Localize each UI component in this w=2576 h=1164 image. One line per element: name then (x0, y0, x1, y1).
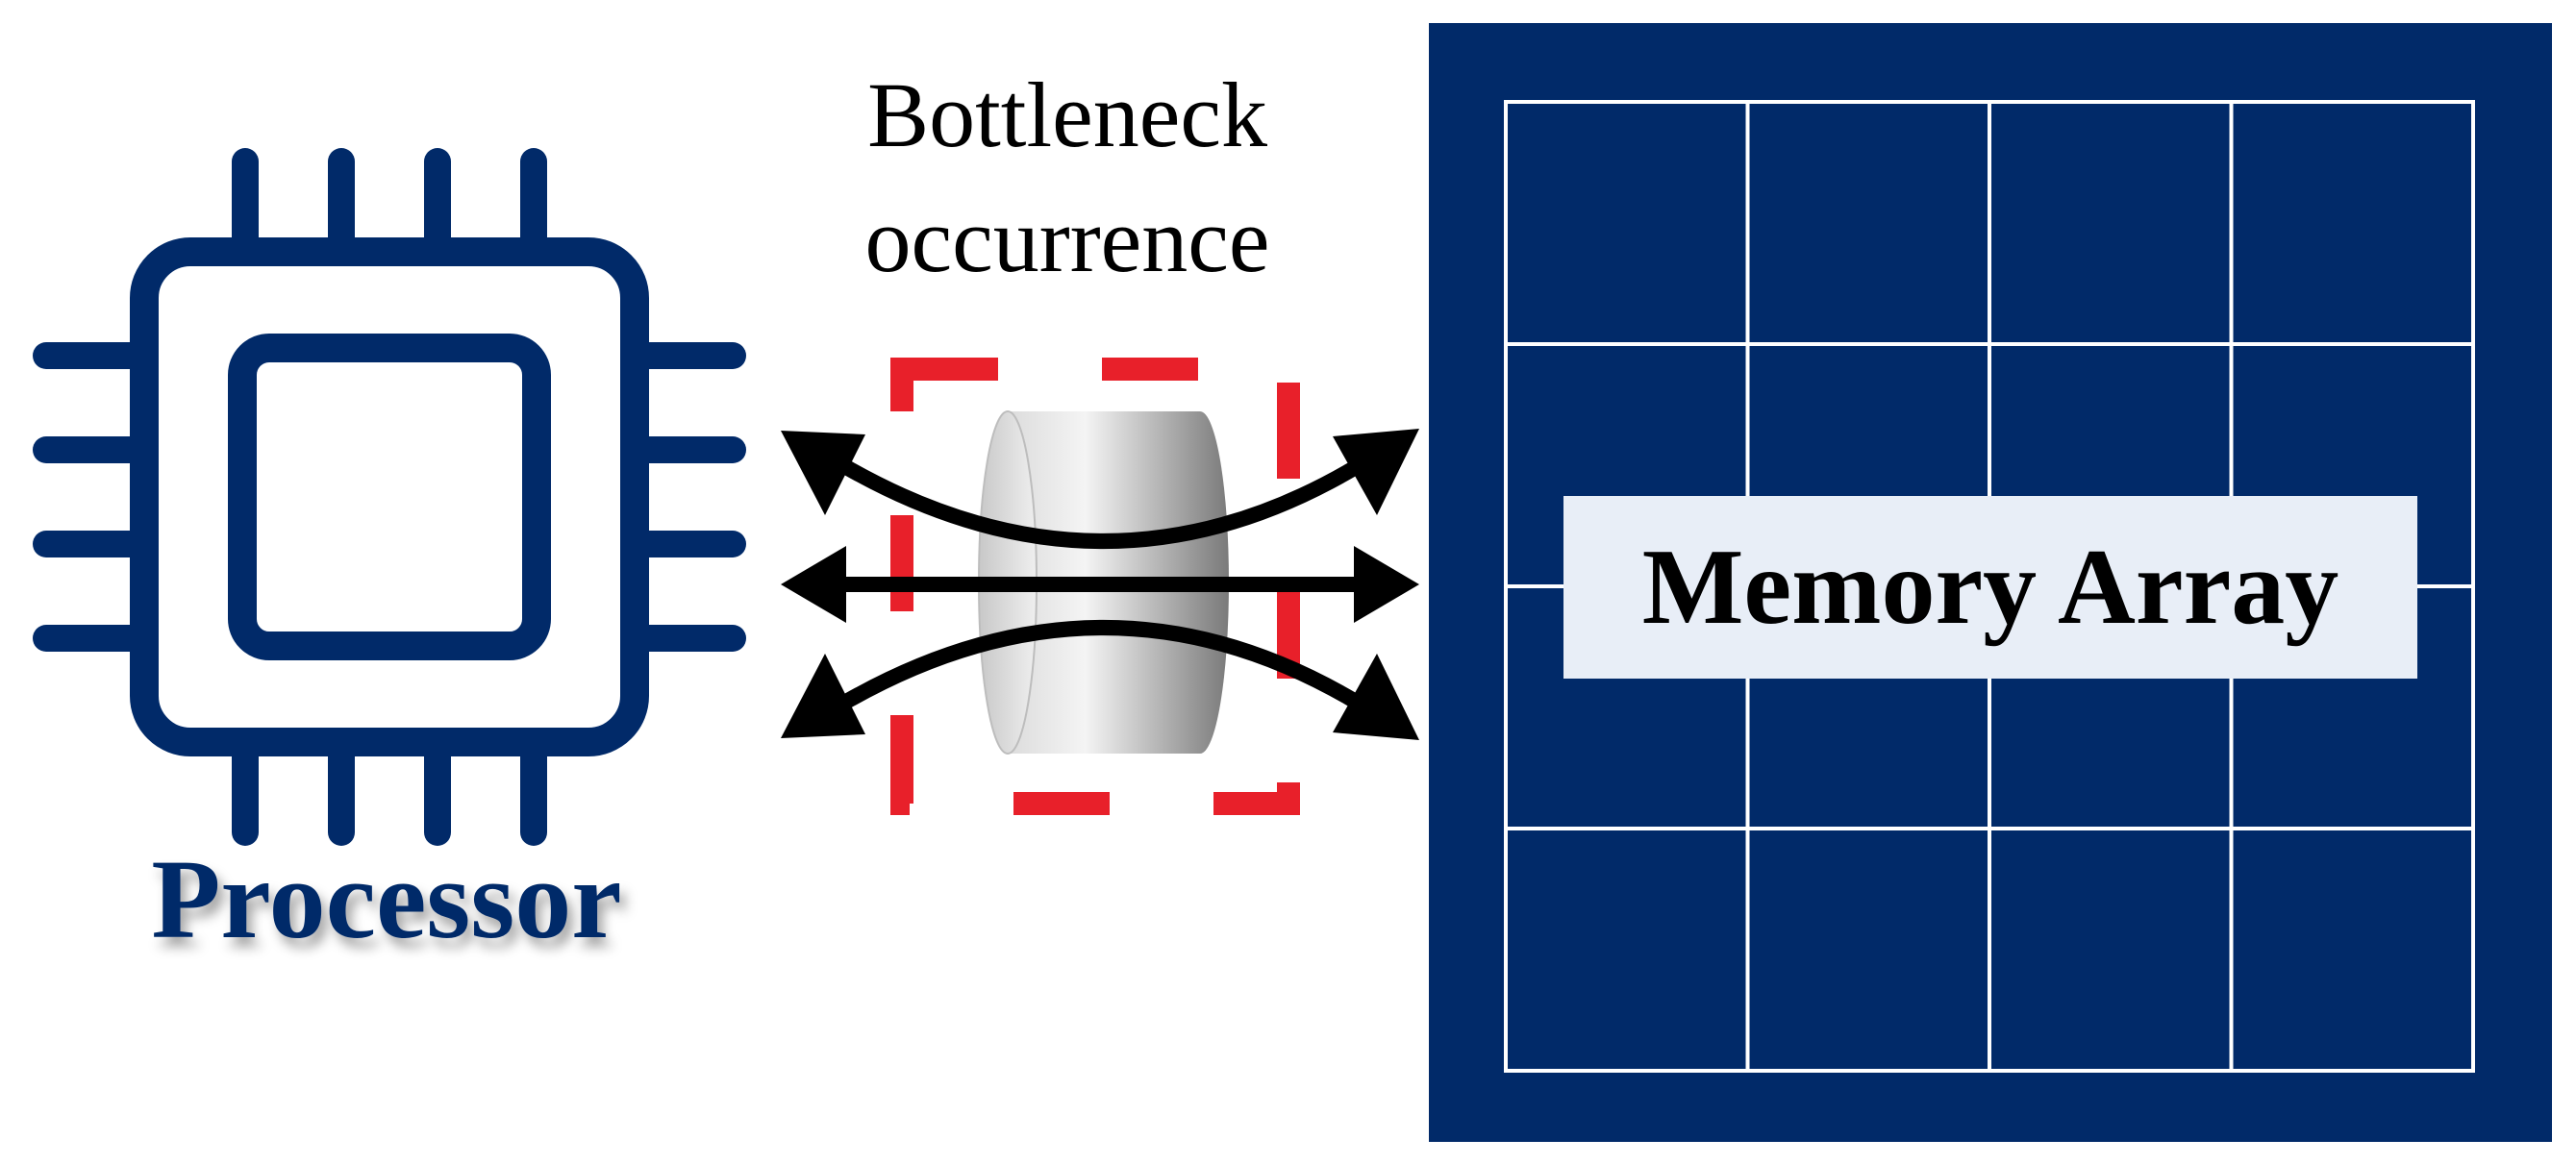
chip-top-pins (232, 148, 547, 265)
memory-label: Memory Array (1642, 528, 2339, 647)
arrow-heads (781, 429, 1419, 740)
chip-core (228, 334, 551, 660)
bottleneck-label-line1: Bottleneck (867, 63, 1267, 166)
cpu-chip-icon (33, 148, 746, 846)
chip-left-pins (33, 342, 158, 652)
chip-right-pins (621, 342, 746, 652)
memory-array-panel: Memory Array (1429, 23, 2552, 1142)
lower-curved-arrow (842, 620, 1361, 708)
upper-curved-arrow (842, 460, 1361, 549)
memory-label-box (1563, 496, 2417, 679)
chip-body (130, 237, 649, 756)
processor-label: Processor (151, 836, 621, 962)
data-transfer-arrows (842, 460, 1361, 708)
chip-bottom-pins (232, 729, 547, 846)
bottleneck-label-line2: occurrence (865, 188, 1270, 291)
